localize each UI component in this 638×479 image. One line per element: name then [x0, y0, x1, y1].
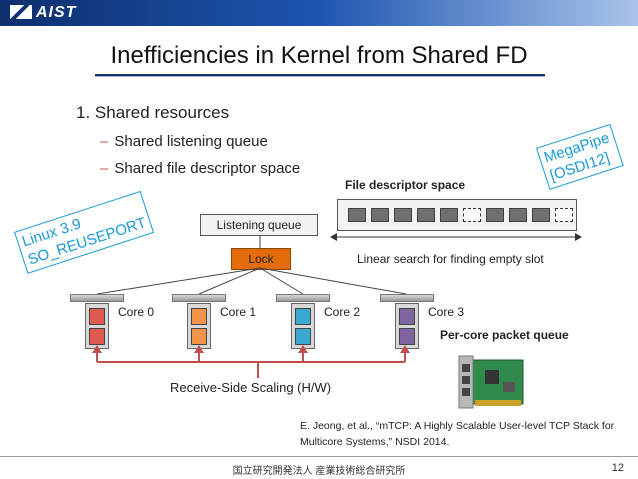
- packet-block: [89, 328, 105, 345]
- bullet-dash-icon: –: [100, 133, 109, 150]
- fd-slot-filled: [417, 208, 435, 222]
- lock-to-core2-line: [259, 267, 304, 295]
- core-label: Core 0: [118, 305, 155, 319]
- nic-queue-bar: [276, 294, 330, 302]
- bullet-text: Shared listening queue: [114, 133, 268, 150]
- packet-block: [399, 308, 415, 325]
- lock-to-core3-line: [259, 267, 407, 295]
- fd-range-arrow: [330, 233, 582, 241]
- fd-slot-filled: [348, 208, 366, 222]
- lock-to-core1-line: [198, 267, 261, 295]
- packet-queue: [187, 303, 211, 349]
- listening-queue-box: Listening queue: [200, 214, 318, 236]
- fd-space-box: [337, 199, 577, 231]
- bullet-dash-icon: –: [100, 160, 109, 177]
- citation: E. Jeong, et al., “mTCP: A Highly Scalab…: [300, 418, 614, 450]
- rss-arrowhead-core0: [92, 345, 102, 353]
- nic-queue-bar: [172, 294, 226, 302]
- packet-block: [399, 328, 415, 345]
- fd-slot-filled: [394, 208, 412, 222]
- packet-queue: [291, 303, 315, 349]
- fd-space-label: File descriptor space: [345, 178, 466, 192]
- packet-queue: [395, 303, 419, 349]
- core-label: Core 3: [428, 305, 465, 319]
- citation-line1: E. Jeong, et al., “mTCP: A Highly Scalab…: [300, 420, 615, 432]
- logo-text: AIST: [36, 4, 77, 21]
- footer-org: 国立研究開発法人 産業技術総合研究所: [232, 466, 406, 477]
- packet-block: [89, 308, 105, 325]
- nic-queue-bar: [380, 294, 434, 302]
- packet-block: [295, 328, 311, 345]
- fd-slot-empty: [463, 208, 481, 222]
- page-number: 12: [611, 462, 624, 474]
- header-bar: [0, 0, 638, 26]
- lock-to-core0-line: [96, 267, 261, 295]
- per-core-queue-label: Per-core packet queue: [440, 328, 569, 342]
- footer-divider: [0, 456, 638, 457]
- title-underline: [95, 74, 545, 76]
- rss-label: Receive-Side Scaling (H/W): [170, 380, 332, 395]
- lock-box: Lock: [231, 248, 291, 270]
- rss-arrowhead-core2: [298, 345, 308, 353]
- packet-block: [295, 308, 311, 325]
- core-label: Core 1: [220, 305, 257, 319]
- citation-line2: Multicore Systems,” NSDI 2014.: [300, 436, 450, 448]
- nic-card-image: [458, 355, 524, 409]
- logo-mark-icon: [10, 5, 32, 19]
- bullet-text: Shared file descriptor space: [114, 160, 301, 177]
- fd-slot-filled: [486, 208, 504, 222]
- packet-block: [191, 308, 207, 325]
- aist-logo: AIST: [10, 4, 76, 22]
- title-underline-accent: [95, 76, 545, 77]
- linear-search-label: Linear search for finding empty slot: [357, 252, 544, 266]
- packet-block: [191, 328, 207, 345]
- bullet-fd-space: –Shared file descriptor space: [100, 160, 300, 177]
- nic-queue-bar: [70, 294, 124, 302]
- slide-title: Inefficiencies in Kernel from Shared FD: [110, 42, 528, 69]
- rss-arrowhead-core3: [400, 345, 410, 353]
- core-label: Core 2: [324, 305, 361, 319]
- fd-slot-filled: [371, 208, 389, 222]
- main-point: 1. Shared resources: [76, 103, 230, 122]
- fd-slot-filled: [532, 208, 550, 222]
- fd-slot-empty: [555, 208, 573, 222]
- fd-slot-filled: [440, 208, 458, 222]
- packet-queue: [85, 303, 109, 349]
- bullet-listening-queue: –Shared listening queue: [100, 133, 268, 150]
- rss-arrowhead-core1: [194, 345, 204, 353]
- fd-slot-filled: [509, 208, 527, 222]
